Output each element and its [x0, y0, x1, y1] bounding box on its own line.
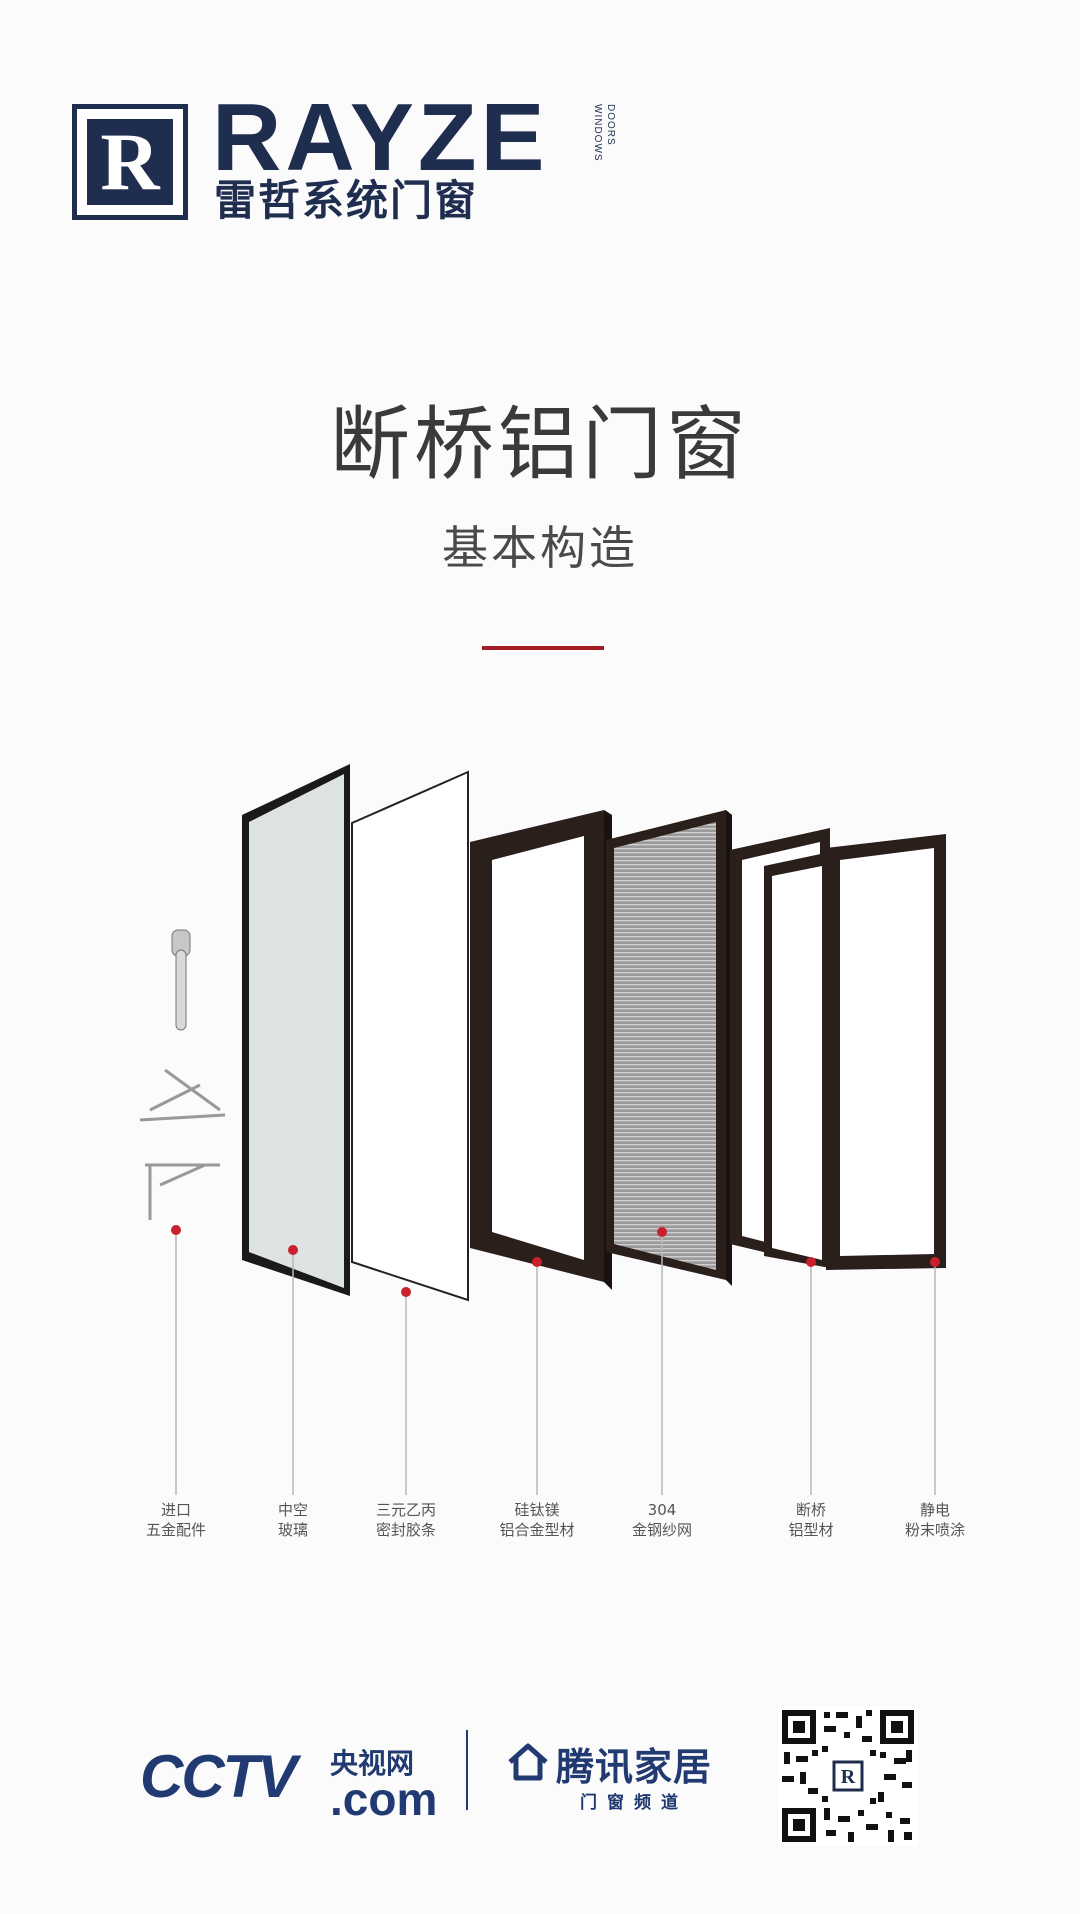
qr-center-letter: R	[841, 1766, 856, 1788]
cctv-cn-text: 央视网	[330, 1747, 415, 1780]
page-subtitle: 基本构造	[442, 521, 638, 575]
brand-side-windows: WINDOWS	[592, 104, 603, 162]
tencent-home-name: 腾讯家居	[556, 1745, 713, 1789]
logo-divider	[466, 1730, 468, 1810]
screen-mesh-frame	[606, 810, 732, 1286]
epdm-seal-panel	[351, 770, 469, 1302]
component-label: 断桥铝型材	[788, 1501, 834, 1539]
marker-dots	[171, 1225, 940, 1297]
window-stay-icon	[145, 1163, 220, 1220]
brand-logo: R RAYZE 雷哲系统门窗 WINDOWS DOORS	[72, 90, 632, 229]
house-icon	[508, 1743, 548, 1781]
component-label: 静电粉末喷涂	[904, 1501, 966, 1539]
tencent-home-sub: 门窗频道	[580, 1793, 688, 1813]
thermal-break-frame	[730, 828, 830, 1268]
handle-icon	[171, 929, 191, 1031]
accent-divider	[482, 646, 604, 650]
component-label: 中空玻璃	[277, 1501, 309, 1539]
component-label: 进口五金配件	[145, 1501, 207, 1539]
component-label: 三元乙丙密封胶条	[375, 1501, 437, 1539]
brand-side-doors: DOORS	[605, 104, 616, 146]
leader-lines	[175, 1230, 936, 1495]
aluminum-sash-frame	[470, 810, 612, 1290]
window-exploded-diagram	[139, 764, 946, 1495]
component-label: 硅钛镁铝合金型材	[499, 1501, 575, 1539]
logo-letter: R	[100, 116, 160, 207]
logo-mark: R	[72, 104, 188, 220]
powder-coated-frame	[826, 834, 946, 1270]
brand-name-cn: 雷哲系统门窗	[214, 176, 479, 225]
brand-side-text: WINDOWS DOORS	[592, 104, 622, 164]
partner-logos: CCTV 央视网 .com 腾讯家居 门窗频道 R	[0, 1700, 1080, 1880]
cctv-logo: CCTV	[140, 1743, 297, 1810]
page-title: 断桥铝门窗	[330, 398, 750, 491]
hinge-arm-icon	[139, 1068, 226, 1122]
brand-name-en: RAYZE	[212, 84, 549, 191]
qr-code-icon[interactable]: R	[778, 1706, 918, 1846]
insulated-glass-panel	[242, 764, 350, 1296]
cctv-com-text: .com	[330, 1773, 438, 1825]
